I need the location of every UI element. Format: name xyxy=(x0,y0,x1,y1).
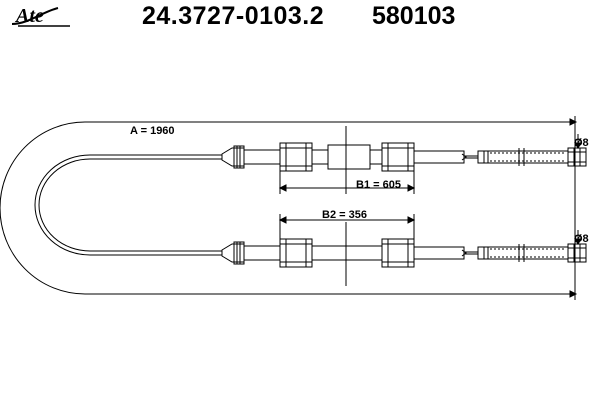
reference-number: 580103 xyxy=(372,2,456,30)
logo-text: Ate xyxy=(14,5,44,27)
label-length-a: A = 1960 xyxy=(130,125,175,137)
header-bar: Ate 24.3727-0103.2 580103 xyxy=(0,0,600,34)
cable-drawing: A = 1960 B1 = 605 B2 = 356 Ø8 Ø8 xyxy=(0,116,589,300)
label-length-b2: B2 = 356 xyxy=(322,209,367,221)
dimension-line-a xyxy=(0,121,575,295)
lower-cable-end xyxy=(221,222,587,286)
label-diameter-lower: Ø8 xyxy=(574,233,589,245)
label-length-b1: B1 = 605 xyxy=(356,179,401,191)
ate-logo: Ate xyxy=(11,5,70,27)
part-number: 24.3727-0103.2 xyxy=(142,2,325,30)
cable-inner xyxy=(38,158,222,252)
label-diameter-upper: Ø8 xyxy=(574,137,589,149)
cable-outer xyxy=(34,154,222,256)
upper-cable-end xyxy=(221,126,587,194)
